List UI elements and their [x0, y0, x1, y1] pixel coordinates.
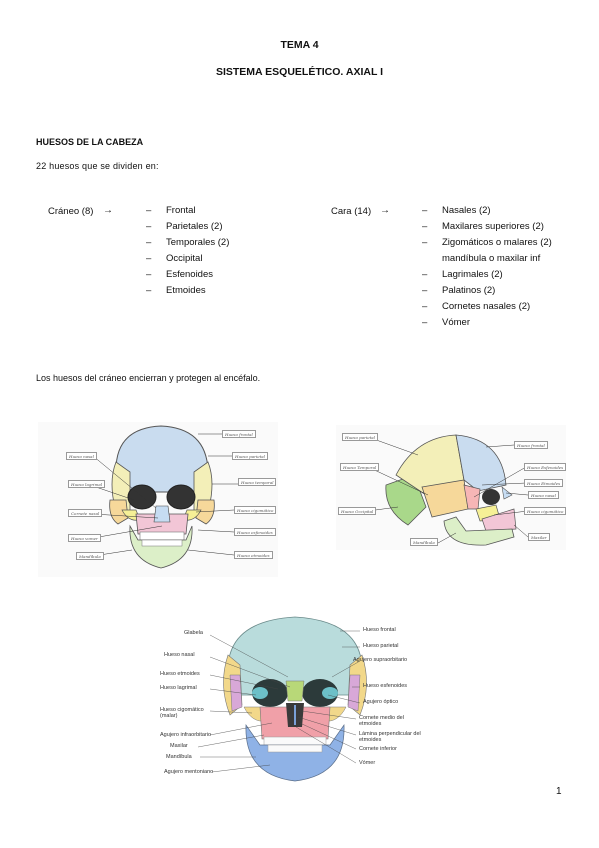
- skull-anatomical-figure: Glabela Hueso nasal Hueso etmoides Hueso…: [160, 615, 435, 785]
- list-item: –Cornetes nasales (2): [422, 301, 531, 312]
- cranium-label: Cráneo (8): [48, 206, 94, 217]
- skull-lateral-figure: Hueso parietal Hueso Temporal Hueso Occi…: [336, 425, 567, 550]
- label-mental-foramen: Agujero mentoniano: [164, 769, 214, 775]
- list-item: –Lagrimales (2): [422, 269, 503, 280]
- list-item: –Nasales (2): [422, 205, 491, 216]
- skull-front-illustration: [38, 422, 278, 577]
- label-sphenoid: Hueso esfenoides: [234, 528, 276, 536]
- list-item: –Occipital: [146, 253, 203, 264]
- label-supraorbital-foramen: Agujero supraorbitario: [353, 657, 408, 663]
- label-nasal: Hueso nasal: [528, 491, 559, 499]
- label-sphenoid: Hueso esfenoides: [363, 683, 408, 689]
- skull-anatomical-illustration: [197, 616, 367, 782]
- label-vomer: Vómer: [359, 760, 376, 766]
- label-frontal: Hueso frontal: [514, 441, 548, 449]
- label-frontal: Hueso frontal: [222, 430, 256, 438]
- label-lacrimal: Hueso lagrimal: [68, 480, 106, 488]
- label-glabella: Glabela: [184, 630, 203, 636]
- label-parietal: Hueso parietal: [232, 452, 268, 460]
- label-mandible: Mandíbula: [410, 538, 438, 546]
- label-temporal: Hueso Temporal: [340, 463, 380, 471]
- label-inferior-concha: Cornete inferior: [359, 746, 397, 752]
- face-label: Cara (14): [331, 206, 372, 217]
- label-zygomatic: Hueso cigomático: [524, 507, 567, 515]
- label-infraorbital-foramen: Agujero infraorbitario: [160, 732, 212, 738]
- label-sphenoid: Hueso Esfenoides: [524, 463, 567, 471]
- list-item-continuation: mandíbula o maxilar inf: [442, 253, 541, 264]
- intro-text: 22 huesos que se dividen en:: [36, 161, 159, 171]
- label-mandible: Mandíbula: [166, 754, 192, 760]
- label-nasal-concha: Cornete nasal: [68, 509, 103, 517]
- list-item: –Parietales (2): [146, 221, 223, 232]
- label-frontal: Hueso frontal: [363, 627, 396, 633]
- label-nasal: Hueso nasal: [66, 452, 97, 460]
- label-zygomatic: Hueso cigomático: [234, 506, 277, 514]
- label-parietal: Hueso parietal: [363, 643, 399, 649]
- list-item: –Vómer: [422, 317, 470, 328]
- list-item: –Maxilares superiores (2): [422, 221, 544, 232]
- label-parietal: Hueso parietal: [342, 433, 378, 441]
- body-paragraph: Los huesos del cráneo encierran y proteg…: [36, 373, 261, 383]
- label-optic-foramen: Agujero óptico: [363, 699, 399, 705]
- label-zygomatic: Hueso cigomático (malar): [160, 707, 204, 719]
- label-vomer: Hueso vomer: [68, 534, 101, 542]
- list-item: –Temporales (2): [146, 237, 230, 248]
- document-subtitle: SISTEMA ESQUELÉTICO. AXIAL I: [215, 66, 384, 78]
- label-temporal: Hueso temporal: [238, 478, 277, 486]
- list-item: –Etmoides: [146, 285, 206, 296]
- label-lacrimal: Hueso lagrimal: [160, 685, 197, 691]
- skull-front-figure: Hueso frontal Hueso parietal Hueso tempo…: [38, 422, 278, 577]
- page-number: 1: [556, 786, 562, 797]
- cranium-bone-list: –Frontal –Parietales (2) –Temporales (2)…: [146, 203, 229, 299]
- document-title: TEMA 4: [280, 39, 319, 51]
- label-ethmoid: Hueso Etmoides: [524, 479, 564, 487]
- label-occipital: Hueso Occipital: [338, 507, 377, 515]
- label-ethmoid: Hueso etmoides: [160, 671, 200, 677]
- face-bone-list: –Nasales (2) –Maxilares superiores (2) –…: [422, 203, 552, 331]
- list-item: –Frontal: [146, 205, 196, 216]
- label-mandible: Mandíbula: [76, 552, 104, 560]
- list-item: –Esfenoides: [146, 269, 214, 280]
- face-arrow: →: [380, 205, 390, 216]
- skull-lateral-illustration: [336, 425, 566, 550]
- cranium-arrow: →: [103, 205, 113, 216]
- label-maxilla: Maxilar: [528, 533, 550, 541]
- list-item: –Zigomáticos o malares (2): [422, 237, 552, 248]
- list-item: –Palatinos (2): [422, 285, 496, 296]
- label-perpendicular-plate: Lámina perpendicular del etmoides: [359, 731, 421, 743]
- label-nasal: Hueso nasal: [164, 652, 195, 658]
- label-maxilla: Maxilar: [170, 743, 188, 749]
- label-middle-concha: Cornete medio del etmoides: [359, 715, 404, 727]
- section-heading: HUESOS DE LA CABEZA: [36, 137, 144, 147]
- label-ethmoid: Hueso etmoides: [234, 551, 273, 559]
